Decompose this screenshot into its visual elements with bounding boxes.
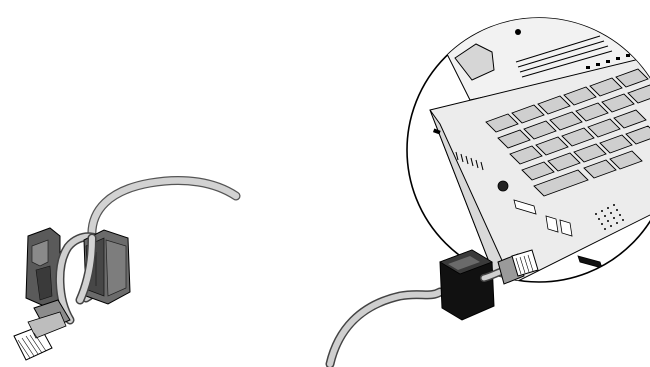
laptop-magnified-view <box>406 17 650 283</box>
laptop-icon <box>429 18 650 282</box>
ferrite-core-closed-assembly <box>325 249 539 367</box>
rj45-plug-icon <box>497 249 539 285</box>
keyboard <box>485 68 650 197</box>
cable-tail <box>87 176 241 243</box>
side-ports <box>432 128 603 269</box>
ferrite-core-open-assembly <box>13 176 241 361</box>
rj45-plug-icon <box>13 299 71 361</box>
